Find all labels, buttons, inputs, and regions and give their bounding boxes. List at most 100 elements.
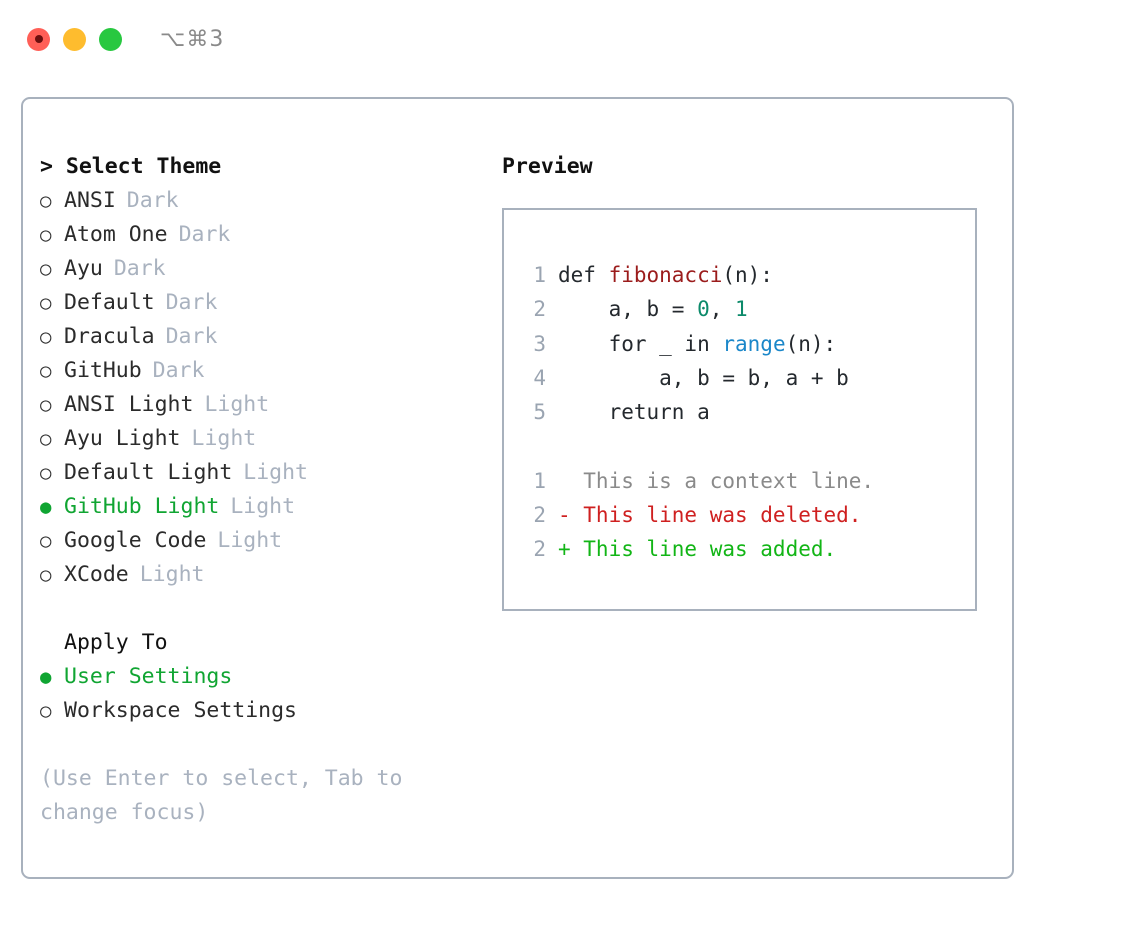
diff-line-added: 2+ This line was added. [520, 532, 975, 566]
code-line-content: a, b = b, a + b [558, 361, 849, 395]
traffic-light-controls [27, 27, 122, 51]
code-line-content: def fibonacci(n): [558, 258, 773, 292]
code-diff-separator [520, 429, 975, 463]
code-token-num: 1 [735, 297, 748, 322]
theme-variant-tag: Light [243, 460, 309, 485]
code-token-num: 0 [697, 297, 710, 322]
theme-option-label: Ayu [64, 256, 103, 281]
line-number: 1 [533, 263, 546, 287]
theme-option-xcode[interactable]: ○ XCode Light [40, 558, 480, 592]
theme-option-label: ANSI [64, 188, 116, 213]
line-number: 5 [533, 400, 546, 425]
radio-unselected-icon: ○ [40, 462, 52, 484]
code-token-call: range [722, 331, 786, 356]
line-number: 1 [533, 468, 546, 493]
radio-unselected-icon: ○ [40, 428, 52, 450]
theme-variant-tag: Light [191, 426, 257, 451]
code-token-plain: def [558, 263, 609, 287]
select-theme-heading: > Select Theme [40, 154, 222, 179]
theme-option-default-light[interactable]: ○ Default Light Light [40, 456, 480, 490]
code-line-content: return a [558, 395, 710, 429]
theme-option-label: GitHub Light [64, 494, 220, 519]
theme-variant-tag: Dark [113, 256, 166, 281]
theme-option-label: Dracula [64, 324, 155, 349]
theme-variant-tag: Light [139, 562, 205, 587]
diff-line-content: - This line was deleted. [558, 503, 862, 528]
theme-option-label: GitHub [64, 358, 142, 383]
theme-variant-tag: Dark [165, 290, 218, 315]
code-line: 5 return a [520, 395, 975, 429]
line-number: 2 [533, 537, 546, 562]
diff-line-deleted: 2 - This line was deleted. [520, 498, 975, 532]
radio-unselected-icon: ○ [40, 360, 52, 382]
theme-variant-tag: Light [230, 494, 296, 519]
theme-option-ayu-light[interactable]: ○ Ayu Light Light [40, 422, 480, 456]
list-spacer [40, 592, 480, 626]
code-line-content: a, b = 0, 1 [558, 292, 748, 326]
theme-option-ansi-light[interactable]: ○ ANSI Light Light [40, 388, 480, 422]
keyboard-shortcut-label: ⌥⌘3 [160, 26, 225, 52]
diff-sample: 1 This is a context line. 2 - This line wa… [520, 464, 975, 567]
apply-to-option-workspace-settings[interactable]: ○Workspace Settings [40, 694, 480, 728]
apply-to-option-user-settings[interactable]: ● User Settings [40, 660, 480, 694]
radio-unselected-icon: ○ [40, 190, 52, 212]
recording-indicator-icon [34, 35, 43, 43]
line-number: 2 [533, 503, 546, 528]
code-token-fn: fibonacci [608, 263, 723, 287]
diff-line-content: This is a context line. [558, 468, 875, 493]
theme-option-label: Google Code [64, 528, 207, 553]
line-number: 2 [533, 297, 546, 322]
theme-variant-tag: Light [217, 528, 283, 553]
maximize-window-icon[interactable] [99, 27, 122, 51]
title-bar: ⌥⌘3 [0, 0, 1140, 78]
theme-option-google-code[interactable]: ○ Google Code Light [40, 524, 480, 558]
code-token-plain: (n): [722, 263, 773, 287]
radio-selected-icon: ● [40, 666, 52, 688]
radio-unselected-icon: ○ [40, 564, 52, 586]
code-line: 1 def fibonacci(n): [520, 258, 975, 292]
code-token-plain: a, b = b, a + b [558, 365, 849, 390]
code-line: 2 a, b = 0, 1 [520, 292, 975, 326]
theme-option-label: Ayu Light [64, 426, 181, 451]
radio-unselected-icon: ○ [40, 530, 52, 552]
minimize-window-icon[interactable] [63, 27, 86, 51]
theme-option-github[interactable]: ○ GitHub Dark [40, 354, 480, 388]
diff-line-context: 1 This is a context line. [520, 464, 975, 498]
theme-option-label: ANSI Light [64, 392, 194, 417]
radio-unselected-icon: ○ [40, 326, 52, 348]
theme-variant-tag: Dark [152, 358, 205, 383]
close-window-icon[interactable] [27, 27, 50, 51]
theme-option-github-light[interactable]: ● GitHub Light Light [40, 490, 480, 524]
code-line: 3 for _ in range(n): [520, 327, 975, 361]
radio-unselected-icon: ○ [40, 224, 52, 246]
theme-option-dracula[interactable]: ○ Dracula Dark [40, 320, 480, 354]
theme-option-label: Atom One [64, 222, 168, 247]
apply-to-heading: Apply To [64, 630, 168, 655]
theme-variant-tag: Light [204, 392, 270, 417]
line-number: 4 [533, 365, 546, 390]
preview-heading: Preview [502, 154, 593, 179]
code-line: 4 a, b = b, a + b [520, 361, 975, 395]
radio-unselected-icon: ○ [40, 700, 52, 722]
code-token-plain: (n): [785, 331, 837, 356]
code-token-plain: , [709, 297, 736, 322]
apply-to-option-label: User Settings [64, 664, 233, 689]
radio-unselected-icon: ○ [40, 394, 52, 416]
radio-selected-icon: ● [40, 496, 52, 518]
theme-option-label: XCode [64, 562, 129, 587]
code-token-plain: return a [558, 400, 710, 425]
apply-to-option-list: ● User Settings ○Workspace Settings [40, 660, 480, 728]
code-token-plain: a, b = [558, 297, 698, 322]
theme-option-label: Default Light [64, 460, 233, 485]
theme-variant-tag: Dark [165, 324, 218, 349]
radio-unselected-icon: ○ [40, 292, 52, 314]
code-token-plain: for _ in [558, 331, 723, 356]
